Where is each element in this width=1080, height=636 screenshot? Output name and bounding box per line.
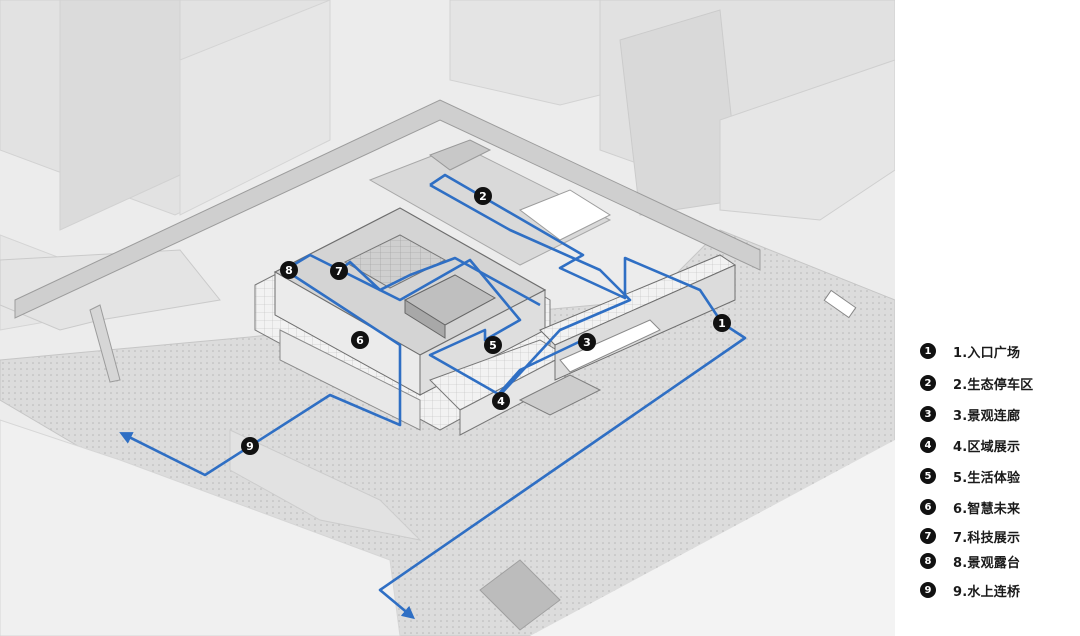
legend-badge: 8 bbox=[920, 553, 936, 569]
legend-label: 8.景观露台 bbox=[953, 555, 1021, 571]
legend-item-2: 2 2.生态停车区 bbox=[920, 371, 1033, 395]
svg-text:9: 9 bbox=[246, 440, 254, 453]
route-marker-2: 2 bbox=[474, 187, 492, 205]
legend-label: 7.科技展示 bbox=[953, 530, 1021, 546]
legend-item-5: 5 5.生活体验 bbox=[920, 464, 1020, 488]
legend-item-8: 8 8.景观露台 bbox=[920, 549, 1020, 573]
tour-route bbox=[119, 173, 747, 620]
legend-badge: 5 bbox=[920, 468, 936, 484]
legend-item-7: 7 7.科技展示 bbox=[920, 524, 1020, 548]
main-building bbox=[254, 207, 567, 436]
legend-item-6: 6 6.智慧未来 bbox=[920, 495, 1020, 519]
legend-label: 4.区域展示 bbox=[953, 439, 1021, 455]
legend-item-1: 1 1.入口广场 bbox=[920, 339, 1020, 363]
legend-badge: 3 bbox=[920, 406, 936, 422]
svg-text:6: 6 bbox=[356, 334, 364, 347]
legend-badge: 9 bbox=[920, 582, 936, 598]
legend-label: 1.入口广场 bbox=[953, 345, 1021, 361]
svg-text:2: 2 bbox=[479, 190, 487, 203]
svg-text:7: 7 bbox=[335, 265, 343, 278]
svg-text:4: 4 bbox=[497, 395, 505, 408]
legend-badge: 4 bbox=[920, 437, 936, 453]
legend-label: 3.景观连廊 bbox=[953, 408, 1021, 424]
legend-item-3: 3 3.景观连廊 bbox=[920, 402, 1020, 426]
route-markers: 1 2 3 4 5 6 7 8 9 bbox=[241, 187, 731, 455]
route-marker-7: 7 bbox=[330, 262, 348, 280]
legend-badge: 6 bbox=[920, 499, 936, 515]
legend-label: 6.智慧未来 bbox=[953, 501, 1021, 517]
route-marker-4: 4 bbox=[492, 392, 510, 410]
legend-label: 2.生态停车区 bbox=[953, 377, 1034, 393]
svg-text:1: 1 bbox=[718, 317, 726, 330]
legend-label: 5.生活体验 bbox=[953, 470, 1021, 486]
site-ground bbox=[0, 229, 895, 636]
axonometric-site-drawing: 1 2 3 4 5 6 7 8 9 bbox=[0, 0, 895, 636]
route-marker-1: 1 bbox=[713, 314, 731, 332]
legend-badge: 1 bbox=[920, 343, 936, 359]
route-marker-6: 6 bbox=[351, 331, 369, 349]
legend-item-9: 9 9.水上连桥 bbox=[920, 578, 1020, 602]
svg-text:5: 5 bbox=[489, 339, 497, 352]
landscape-corridor bbox=[518, 254, 737, 416]
legend-item-4: 4 4.区域展示 bbox=[920, 433, 1020, 457]
route-marker-5: 5 bbox=[484, 336, 502, 354]
legend-badge: 7 bbox=[920, 528, 936, 544]
route-marker-8: 8 bbox=[280, 261, 298, 279]
route-marker-3: 3 bbox=[578, 333, 596, 351]
route-marker-9: 9 bbox=[241, 437, 259, 455]
svg-text:8: 8 bbox=[285, 264, 293, 277]
site-plan-svg: 1 2 3 4 5 6 7 8 9 bbox=[0, 0, 895, 636]
site-wall bbox=[14, 99, 761, 383]
legend-badge: 2 bbox=[920, 375, 936, 391]
svg-text:3: 3 bbox=[583, 336, 591, 349]
legend-label: 9.水上连桥 bbox=[953, 584, 1021, 600]
